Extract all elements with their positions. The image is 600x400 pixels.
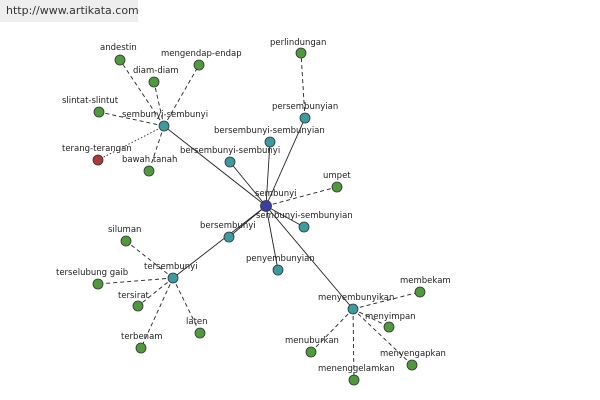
- edge-sembunyi-umpet: [265, 186, 338, 207]
- node-label-siluman[interactable]: siluman: [108, 225, 141, 235]
- node-mengendap-endap[interactable]: [193, 59, 205, 71]
- edge-tersembunyi-tersirat: [137, 277, 174, 307]
- edges-layer: [97, 52, 421, 381]
- edge-persembunyian-perlindungan: [300, 52, 306, 119]
- node-label-bersembunyi-sembunyian[interactable]: bersembunyi-sembunyian: [214, 126, 325, 136]
- node-label-menyembunyikan[interactable]: menyembunyikan: [318, 293, 394, 303]
- edge-menyembunyikan-menuburkan: [310, 308, 354, 353]
- node-tersembunyi[interactable]: [167, 272, 179, 284]
- node-label-diam-diam[interactable]: diam-diam: [133, 66, 179, 76]
- edge-sembunyi-bersembunyi-sembunyi: [229, 161, 267, 207]
- edge-tersembunyi-terselubung-gaib: [97, 277, 174, 285]
- edge-tersembunyi-terbenam: [140, 277, 174, 349]
- node-label-bawah-tanah[interactable]: bawah tanah: [122, 155, 177, 165]
- node-sembunyi-sembunyi[interactable]: [158, 120, 170, 132]
- node-label-menenggelamkan[interactable]: menenggelamkan: [318, 364, 395, 374]
- node-label-menyimpan[interactable]: menyimpan: [365, 312, 416, 322]
- node-membekam[interactable]: [414, 286, 426, 298]
- edge-sembunyi-menyembunyikan: [265, 205, 354, 310]
- edge-sembunyi-sembunyi-sembunyian: [265, 205, 305, 228]
- node-slintat-slintut[interactable]: [93, 106, 105, 118]
- edge-sembunyi-sembunyi-mengendap-endap: [163, 64, 200, 127]
- node-label-bersembunyi[interactable]: bersembunyi: [200, 221, 256, 231]
- node-label-menuburkan[interactable]: menuburkan: [285, 336, 339, 346]
- node-siluman[interactable]: [120, 235, 132, 247]
- edge-sembunyi-sembunyi-sembunyi: [163, 125, 267, 207]
- node-label-terselubung-gaib[interactable]: terselubung gaib: [56, 268, 128, 278]
- node-tersirat[interactable]: [132, 300, 144, 312]
- node-label-tersirat[interactable]: tersirat: [118, 291, 150, 301]
- node-perlindungan[interactable]: [295, 47, 307, 59]
- node-menenggelamkan[interactable]: [348, 374, 360, 386]
- edge-sembunyi-sembunyi-diam-diam: [153, 81, 165, 127]
- node-label-sembunyi[interactable]: sembunyi: [255, 189, 297, 199]
- node-label-slintat-slintut[interactable]: slintat-slintut: [62, 96, 119, 106]
- edge-sembunyi-tersembunyi: [172, 205, 267, 279]
- node-label-umpet[interactable]: umpet: [323, 171, 351, 181]
- node-menyimpan[interactable]: [383, 321, 395, 333]
- node-label-penyembunyian[interactable]: penyembunyian: [246, 254, 315, 264]
- edge-tersembunyi-siluman: [125, 240, 174, 279]
- node-label-laten[interactable]: laten: [186, 317, 208, 327]
- node-bersembunyi[interactable]: [223, 231, 235, 243]
- node-label-mengendap-endap[interactable]: mengendap-endap: [161, 49, 242, 59]
- node-label-sembunyi-sembunyi[interactable]: sembunyi-sembunyi: [122, 110, 208, 120]
- edge-menyembunyikan-membekam: [352, 291, 421, 310]
- node-sembunyi-sembunyian[interactable]: [298, 221, 310, 233]
- node-label-perlindungan[interactable]: perlindungan: [270, 38, 326, 48]
- node-bersembunyi-sembunyi[interactable]: [224, 156, 236, 168]
- node-terselubung-gaib[interactable]: [92, 278, 104, 290]
- node-label-terbenam[interactable]: terbenam: [121, 332, 163, 342]
- node-penyembunyian[interactable]: [272, 264, 284, 276]
- edge-menyembunyikan-menenggelamkan: [352, 308, 355, 381]
- node-label-terang-terangan[interactable]: terang-terangan: [62, 144, 132, 154]
- node-terang-terangan[interactable]: [92, 154, 104, 166]
- node-bersembunyi-sembunyian[interactable]: [264, 136, 276, 148]
- labels-layer: sembunyi sembunyi-sembunyi persembunyian be…: [56, 38, 451, 374]
- site-url[interactable]: http://www.artikata.com: [0, 0, 139, 22]
- node-bawah-tanah[interactable]: [143, 165, 155, 177]
- edge-sembunyi-persembunyian: [265, 117, 306, 207]
- node-label-membekam[interactable]: membekam: [400, 276, 451, 286]
- node-persembunyian[interactable]: [299, 112, 311, 124]
- node-sembunyi[interactable]: [260, 200, 272, 212]
- node-label-menyengapkan[interactable]: menyengapkan: [380, 349, 446, 359]
- nodes-layer: [92, 47, 426, 386]
- edge-sembunyi-sembunyi-andestin: [119, 59, 165, 127]
- node-terbenam[interactable]: [135, 342, 147, 354]
- node-diam-diam[interactable]: [148, 76, 160, 88]
- edge-tersembunyi-laten: [172, 277, 201, 334]
- node-label-bersembunyi-sembunyi[interactable]: bersembunyi-sembunyi: [180, 146, 280, 156]
- node-label-persembunyian[interactable]: persembunyian: [272, 102, 338, 112]
- node-umpet[interactable]: [331, 181, 343, 193]
- node-menyengapkan[interactable]: [406, 359, 418, 371]
- node-andestin[interactable]: [114, 54, 126, 66]
- node-label-tersembunyi[interactable]: tersembunyi: [144, 262, 198, 272]
- edge-sembunyi-sembunyi-bawah-tanah: [148, 125, 165, 172]
- node-label-andestin[interactable]: andestin: [100, 43, 137, 53]
- node-label-sembunyi-sembunyian[interactable]: sembunyi-sembunyian: [256, 211, 353, 221]
- node-menyembunyikan[interactable]: [347, 303, 359, 315]
- node-laten[interactable]: [194, 327, 206, 339]
- edge-sembunyi-penyembunyian: [265, 205, 279, 271]
- edge-sembunyi-bersembunyi-sembunyian: [265, 141, 271, 207]
- node-menuburkan[interactable]: [305, 346, 317, 358]
